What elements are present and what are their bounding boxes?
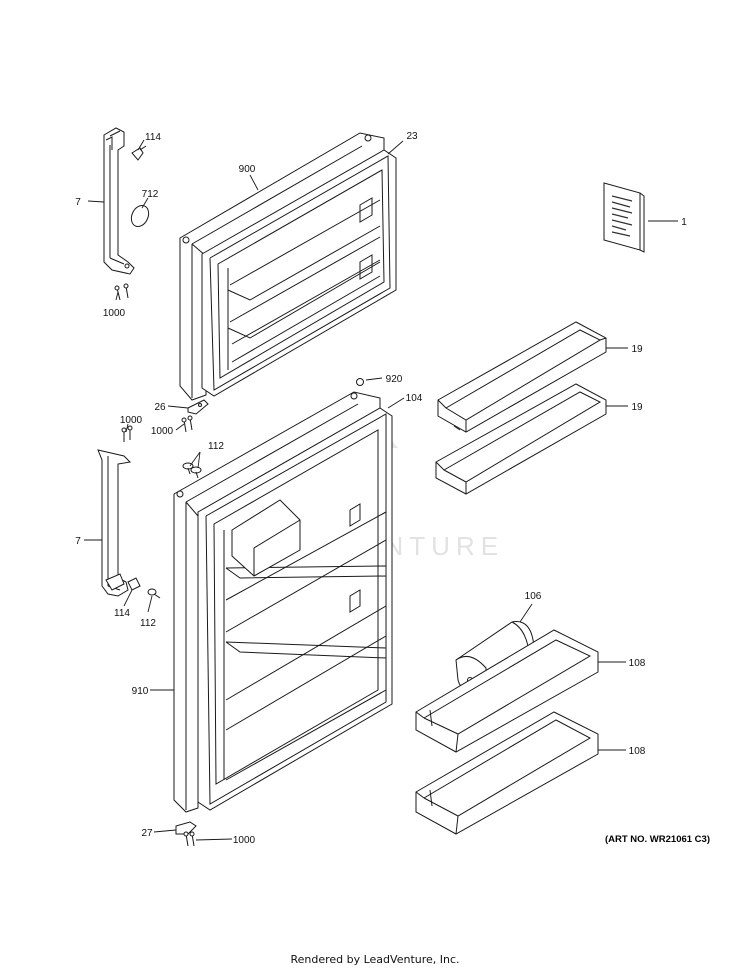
callout-19-a: 19 xyxy=(631,344,643,355)
screw-112-lower xyxy=(147,588,161,599)
callout-19-b: 19 xyxy=(631,402,643,413)
screws-1000-middle xyxy=(121,415,193,442)
callout-handle-upper: 7 xyxy=(75,197,81,208)
callout-112-a: 112 xyxy=(208,441,224,452)
callout-23: 23 xyxy=(406,131,418,142)
upper-door-handle xyxy=(103,127,135,275)
upper-freezer-door xyxy=(179,132,385,401)
screw-114-lower xyxy=(127,577,141,591)
callout-106: 106 xyxy=(525,591,542,602)
callout-712: 712 xyxy=(142,189,159,200)
art-number: (ART NO. WR21061 C3) xyxy=(605,834,710,845)
screws-112-upper xyxy=(182,462,202,479)
hinge-26 xyxy=(187,399,209,415)
plug-712 xyxy=(130,204,150,228)
callout-1000-bottom: 1000 xyxy=(233,835,256,846)
plug-920 xyxy=(356,378,364,386)
callout-114-lower: 114 xyxy=(114,608,130,619)
door-shelf-19-upper xyxy=(437,321,607,433)
callout-26: 26 xyxy=(154,402,166,413)
callout-104: 104 xyxy=(406,393,423,404)
leader-lines xyxy=(84,139,678,841)
lower-door-gasket xyxy=(197,407,393,811)
lower-door-handle xyxy=(97,449,132,597)
callout-1000-upper: 1000 xyxy=(103,308,126,319)
callout-1: 1 xyxy=(681,217,687,228)
callout-112-lower: 112 xyxy=(140,618,156,629)
callout-1000-b: 1000 xyxy=(151,426,174,437)
screws-1000-bottom xyxy=(183,831,195,847)
callout-108-a: 108 xyxy=(629,658,646,669)
callout-910: 910 xyxy=(132,686,149,697)
callout-920: 920 xyxy=(386,374,403,385)
callout-27: 27 xyxy=(141,828,153,839)
callout-labels: 7 114 712 1000 900 23 1 19 19 920 104 26… xyxy=(75,131,687,846)
upper-door-gasket xyxy=(201,149,397,397)
callout-handle-lower: 7 xyxy=(75,536,81,547)
callout-114-upper: 114 xyxy=(145,132,161,143)
callout-108-b: 108 xyxy=(629,746,646,757)
callout-1000-a: 1000 xyxy=(120,415,143,426)
hinge-27 xyxy=(175,821,197,835)
door-bin-108-lower xyxy=(415,711,599,835)
callout-900: 900 xyxy=(239,164,256,175)
door-bin-108-upper xyxy=(415,629,599,753)
footer-credit: Rendered by LeadVenture, Inc. xyxy=(290,953,460,966)
screws-1000-upper xyxy=(114,283,129,301)
owners-manual xyxy=(603,182,645,253)
screw-114-upper xyxy=(131,145,147,161)
door-shelf-19-lower xyxy=(435,383,607,495)
